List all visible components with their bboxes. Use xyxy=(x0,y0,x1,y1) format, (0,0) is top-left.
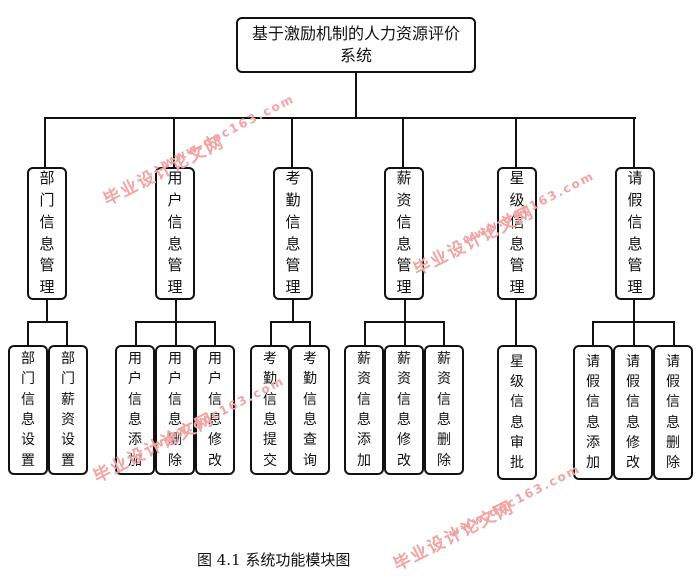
child-node-label: 请假信息修改 xyxy=(626,353,640,472)
module-label: 考勤信息管理 xyxy=(285,169,301,296)
child-stem-4 xyxy=(404,300,406,322)
module-bus xyxy=(44,117,636,119)
child-node-label: 考勤信息提交 xyxy=(263,351,277,469)
child-node-label: 请假信息添加 xyxy=(586,353,600,472)
module-node-user: 用户信息管理 xyxy=(155,167,195,300)
child-node: 薪资信息删除 xyxy=(424,345,464,475)
root-node: 基于激励机制的人力资源评价系统 xyxy=(236,17,476,73)
module-drop-4 xyxy=(402,117,404,167)
child-drop xyxy=(135,321,137,345)
figure-caption: 图 4.1 系统功能模块图 xyxy=(197,551,351,569)
child-stem-6 xyxy=(633,300,635,322)
child-node-label: 部门薪资设置 xyxy=(61,351,75,469)
child-stem-3 xyxy=(292,300,294,322)
child-node-label: 用户信息添加 xyxy=(128,351,142,469)
child-node: 考勤信息查询 xyxy=(290,345,330,475)
module-node-salary: 薪资信息管理 xyxy=(384,167,424,300)
child-node-label: 部门信息设置 xyxy=(21,351,35,469)
child-drop xyxy=(404,321,406,345)
child-drop xyxy=(175,321,177,345)
module-label: 请假信息管理 xyxy=(627,169,643,296)
child-stem-1 xyxy=(46,300,48,322)
module-drop-2 xyxy=(173,117,175,167)
child-node-label: 薪资信息添加 xyxy=(357,351,371,469)
child-drop xyxy=(270,321,272,345)
child-node-label: 用户信息修改 xyxy=(208,351,222,469)
module-label: 用户信息管理 xyxy=(167,169,183,296)
child-node: 部门信息设置 xyxy=(8,345,48,475)
module-drop-1 xyxy=(44,117,46,167)
child-node-label: 薪资信息修改 xyxy=(397,351,411,469)
child-drop xyxy=(673,321,675,345)
child-node-label: 考勤信息查询 xyxy=(303,351,317,469)
watermark-cn: 毕业设计论文网 xyxy=(390,497,518,576)
child-drop xyxy=(364,321,366,345)
child-bus-1 xyxy=(27,321,68,323)
module-label: 星级信息管理 xyxy=(509,169,525,296)
child-node: 用户信息删除 xyxy=(155,345,195,475)
child-node: 薪资信息修改 xyxy=(384,345,424,475)
module-drop-3 xyxy=(291,117,293,167)
child-node-label: 星级信息审批 xyxy=(510,353,524,472)
module-label: 薪资信息管理 xyxy=(396,169,412,296)
module-drop-5 xyxy=(515,117,517,167)
child-node: 星级信息审批 xyxy=(497,345,537,480)
child-node: 部门薪资设置 xyxy=(48,345,88,475)
module-node-attendance: 考勤信息管理 xyxy=(273,167,313,300)
child-stem-2 xyxy=(175,300,177,322)
child-node: 考勤信息提交 xyxy=(250,345,290,475)
module-node-leave: 请假信息管理 xyxy=(615,167,655,300)
child-drop xyxy=(27,321,29,345)
child-node: 用户信息添加 xyxy=(115,345,155,475)
module-drop-6 xyxy=(633,117,635,167)
child-drop xyxy=(592,321,594,345)
module-label: 部门信息管理 xyxy=(39,169,55,296)
child-node: 请假信息添加 xyxy=(573,345,613,480)
child-drop xyxy=(66,321,68,345)
child-drop xyxy=(443,321,445,345)
child-bus-3 xyxy=(270,321,311,323)
child-node: 薪资信息添加 xyxy=(344,345,384,475)
child-node: 请假信息修改 xyxy=(613,345,653,480)
child-drop xyxy=(633,321,635,345)
root-stem xyxy=(355,73,357,118)
child-stem-5 xyxy=(515,300,517,345)
child-node-label: 用户信息删除 xyxy=(168,351,182,469)
module-node-star: 星级信息管理 xyxy=(497,167,537,300)
child-node-label: 请假信息删除 xyxy=(666,353,680,472)
module-node-department: 部门信息管理 xyxy=(27,167,67,300)
child-drop xyxy=(214,321,216,345)
child-node: 请假信息删除 xyxy=(653,345,693,480)
watermark-url: www.doc163.com xyxy=(160,91,297,171)
root-node-label: 基于激励机制的人力资源评价系统 xyxy=(251,24,460,65)
child-node-label: 薪资信息删除 xyxy=(437,351,451,469)
child-drop xyxy=(309,321,311,345)
child-node: 用户信息修改 xyxy=(195,345,235,475)
